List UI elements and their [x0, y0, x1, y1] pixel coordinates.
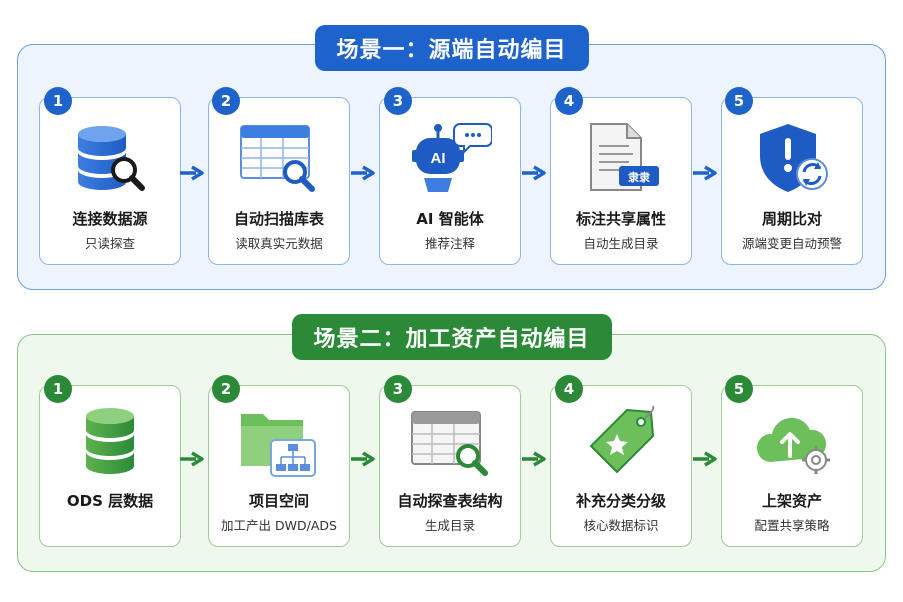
s2-step-1-badge: 1 — [44, 375, 72, 403]
s1-step-3-card: AI AI 智能体 推荐注释 — [379, 97, 521, 265]
s2-step-4-card: 补充分类分级 核心数据标识 — [550, 385, 692, 547]
s2-step-3-card: 自动探查表结构 生成目录 — [379, 385, 521, 547]
s2-arrow-2-icon — [351, 451, 375, 467]
s1-step-4-sub: 自动生成目录 — [583, 236, 659, 251]
s1-step-2-badge: 2 — [212, 87, 240, 115]
s1-step-4-card: 隶隶 标注共享属性 自动生成目录 — [550, 97, 692, 265]
database-icon — [86, 408, 134, 474]
s1-step-5-badge: 5 — [725, 87, 753, 115]
s2-step-3-sub: 生成目录 — [424, 518, 475, 533]
s1-arrow-4-icon — [693, 165, 717, 181]
s1-step-2-sub: 读取真实元数据 — [235, 236, 323, 251]
s1-arrow-1-icon — [180, 165, 204, 181]
s2-arrow-1-icon — [180, 451, 204, 467]
s2-step-2-badge: 2 — [212, 375, 240, 403]
shield-alert-icon — [760, 124, 828, 192]
s1-step-2-card: 自动扫描库表 读取真实元数据 — [208, 97, 350, 265]
robot-ai-label: AI — [431, 150, 446, 167]
s1-step-3-badge: 3 — [384, 87, 412, 115]
s1-step-5-title: 周期比对 — [761, 210, 822, 228]
s1-arrow-2-icon — [351, 165, 375, 181]
s2-step-2-sub: 加工产出 DWD/ADS — [221, 518, 337, 533]
s2-step-1-title: ODS 层数据 — [66, 492, 154, 510]
s2-step-2-card: 项目空间 加工产出 DWD/ADS — [208, 385, 350, 547]
star-tag-icon — [589, 405, 655, 474]
ai-robot-icon: AI — [412, 123, 492, 192]
database-search-icon — [78, 126, 145, 191]
s2-step-4-title: 补充分类分级 — [575, 492, 666, 510]
s2-step-5-badge: 5 — [725, 375, 753, 403]
s1-step-5-card: 周期比对 源端变更自动预警 — [721, 97, 863, 265]
s1-step-5-sub: 源端变更自动预警 — [741, 236, 842, 251]
scenario2-title: 场景二：加工资产自动编目 — [291, 314, 612, 360]
s2-arrow-4-icon — [693, 451, 717, 467]
s2-step-5-title: 上架资产 — [761, 492, 822, 510]
table-search-icon — [240, 125, 315, 192]
s1-step-1-sub: 只读探查 — [84, 236, 135, 251]
s1-step-4-title: 标注共享属性 — [575, 210, 666, 228]
s1-step-1-badge: 1 — [44, 87, 72, 115]
s2-step-2-title: 项目空间 — [248, 492, 309, 510]
document-tag-icon: 隶隶 — [590, 123, 659, 191]
s1-step-4-badge: 4 — [555, 87, 583, 115]
s1-arrow-3-icon — [522, 165, 546, 181]
folder-hierarchy-icon — [241, 414, 316, 477]
s2-step-3-title: 自动探查表结构 — [397, 492, 503, 510]
s1-step-2-title: 自动扫描库表 — [233, 210, 324, 228]
s2-step-4-sub: 核心数据标识 — [583, 518, 659, 533]
table-search-icon — [411, 411, 488, 476]
s1-step-1-title: 连接数据源 — [72, 210, 148, 228]
s2-step-3-badge: 3 — [384, 375, 412, 403]
scenario1-title: 场景一：源端自动编目 — [314, 25, 589, 71]
s1-step-3-sub: 推荐注释 — [424, 236, 475, 251]
s2-step-5-sub: 配置共享策略 — [754, 518, 830, 533]
cloud-upload-icon — [756, 417, 830, 474]
s2-step-5-card: 上架资产 配置共享策略 — [721, 385, 863, 547]
s2-arrow-3-icon — [522, 451, 546, 467]
s1-step-1-card: 连接数据源 只读探查 — [39, 97, 181, 265]
s2-step-1-card: ODS 层数据 — [39, 385, 181, 547]
s1-step-3-title: AI 智能体 — [416, 210, 484, 228]
doc-tag-label: 隶隶 — [628, 170, 650, 184]
s2-step-4-badge: 4 — [555, 375, 583, 403]
